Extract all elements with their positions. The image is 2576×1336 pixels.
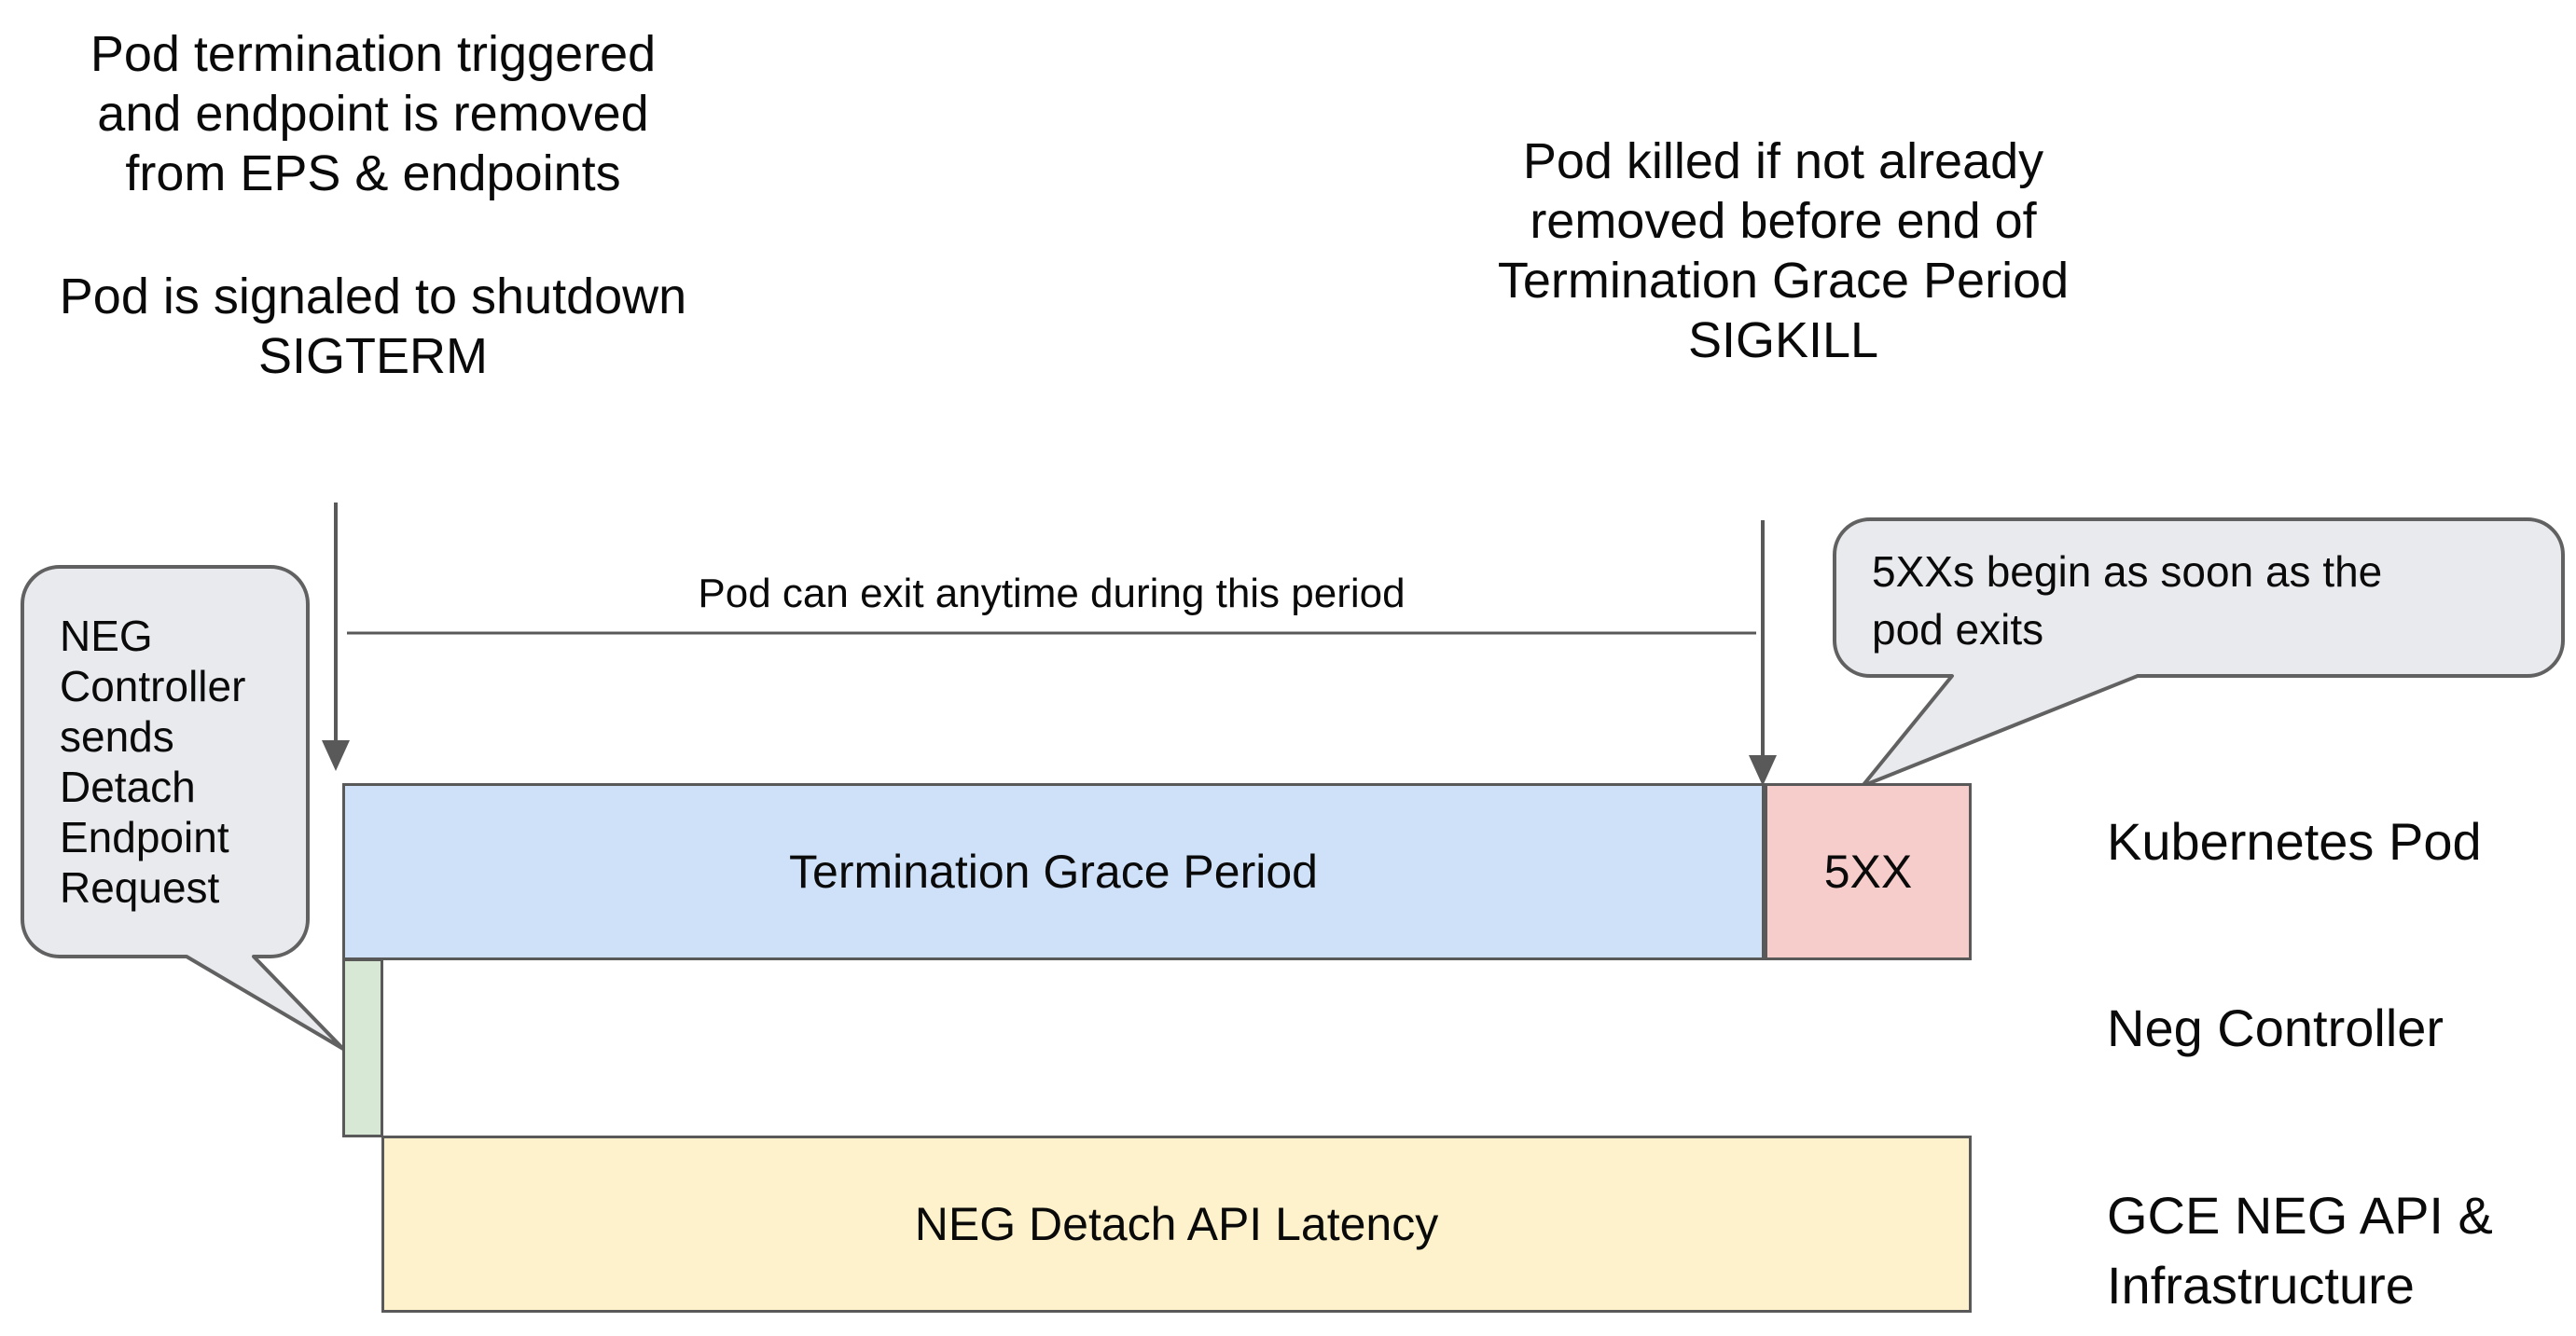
annotation-line: Termination Grace Period <box>1497 253 2070 309</box>
termination-grace-period-bar: Termination Grace Period <box>342 783 1765 960</box>
lane-label-gce-neg-api: GCE NEG API & Infrastructure <box>2107 1180 2493 1320</box>
annotation-line: SIGKILL <box>1687 312 1879 368</box>
annotation-line: and endpoint is removed <box>97 86 649 142</box>
callout-line: sends <box>60 712 174 761</box>
neg-detach-api-latency-bar: NEG Detach API Latency <box>381 1136 1972 1313</box>
neg-controller-callout-text: NEG Controller sends Detach Endpoint Req… <box>60 611 293 913</box>
callout-line: Controller <box>60 662 246 710</box>
lane-label-neg-controller: Neg Controller <box>2107 999 2444 1057</box>
neg-detach-request-bar <box>342 958 383 1137</box>
annotation-line: SIGTERM <box>257 328 488 384</box>
annotation-line: removed before end of <box>1530 193 2037 249</box>
callout-line: Endpoint <box>60 813 229 861</box>
lane-label-gce-line1: GCE NEG API & <box>2107 1186 2493 1245</box>
callout-line: 5XXs begin as soon as the <box>1872 547 2383 596</box>
sigterm-arrowhead-icon <box>322 740 350 771</box>
callout-line: NEG <box>60 612 153 660</box>
callout-line: Request <box>60 863 220 912</box>
callout-line: Detach <box>60 763 196 811</box>
annotation-line: Pod killed if not already <box>1522 133 2044 189</box>
5xx-callout-text: 5XXs begin as soon as the pod exits <box>1872 543 2543 658</box>
sigkill-arrowhead-icon <box>1749 755 1777 786</box>
exit-period-label: Pod can exit anytime during this period <box>698 571 1406 616</box>
annotation-pod-termination-triggered: Pod termination triggered and endpoint i… <box>47 24 699 203</box>
lane-label-kubernetes-pod: Kubernetes Pod <box>2107 812 2482 871</box>
5xx-errors-bar-label: 5XX <box>1823 846 1913 898</box>
callout-line: pod exits <box>1872 605 2044 654</box>
annotation-sigterm: Pod is signaled to shutdown SIGTERM <box>47 267 699 386</box>
annotation-line: from EPS & endpoints <box>125 145 621 201</box>
5xx-errors-bar: 5XX <box>1765 783 1972 960</box>
annotation-line: Pod is signaled to shutdown <box>59 269 687 324</box>
lane-label-gce-line2: Infrastructure <box>2107 1256 2415 1315</box>
annotation-sigkill: Pod killed if not already removed before… <box>1457 131 2110 370</box>
neg-detach-api-latency-bar-label: NEG Detach API Latency <box>914 1198 1439 1250</box>
annotation-line: Pod termination triggered <box>90 26 657 82</box>
termination-grace-period-bar-label: Termination Grace Period <box>789 846 1318 898</box>
